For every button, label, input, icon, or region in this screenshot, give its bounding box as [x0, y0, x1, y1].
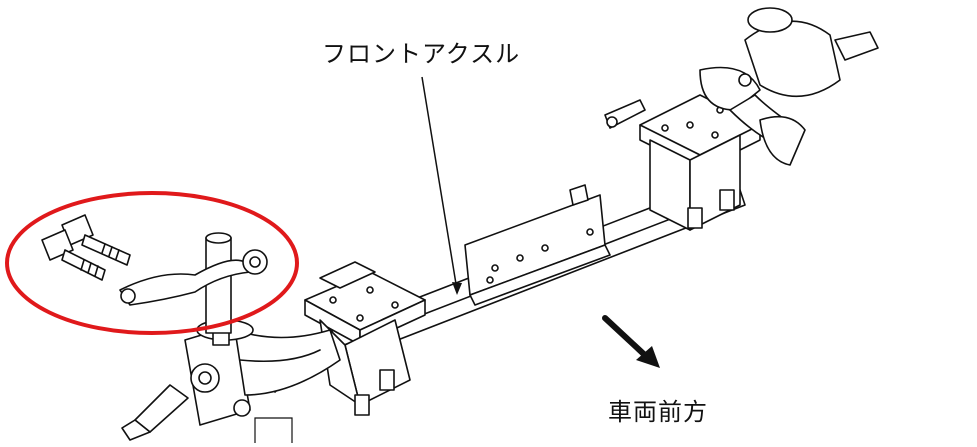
bolt [61, 214, 131, 266]
highlight-circle [5, 191, 299, 335]
tie-rod-arm [119, 249, 268, 306]
callout-line [421, 76, 458, 291]
highlighted-parts [41, 214, 268, 306]
arrow-down-right-icon [602, 315, 660, 368]
bottom-box [254, 417, 293, 443]
front-axle-label: フロントアクスル [322, 40, 521, 68]
left-knuckle [121, 319, 341, 441]
right-knuckle [699, 7, 879, 166]
bolt [41, 229, 106, 281]
right-spring-pad [604, 94, 761, 231]
left-spring-pad [304, 261, 426, 416]
vehicle-front-label: 車両前方 [608, 398, 708, 426]
callout-arrowhead [452, 282, 462, 295]
center-plate [464, 184, 611, 306]
kingpin [205, 232, 232, 334]
